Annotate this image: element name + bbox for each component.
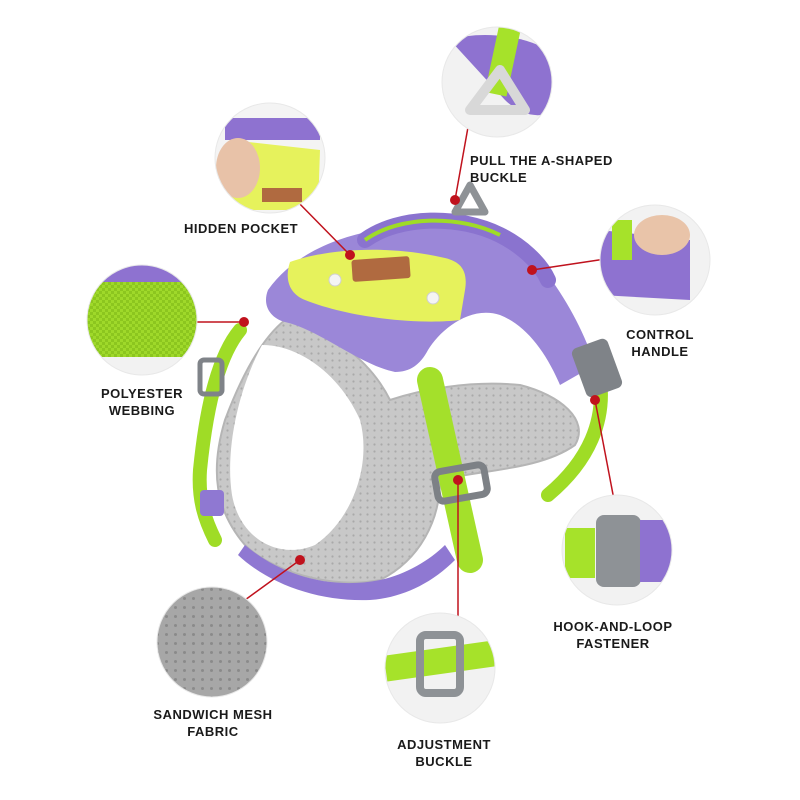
detail-hook-and-loop <box>561 494 673 606</box>
label-line: SANDWICH MESH <box>153 707 273 722</box>
callout-line-pocket <box>291 195 351 256</box>
dot-webbing <box>239 317 249 327</box>
detail-sandwich-mesh <box>156 586 268 698</box>
dot-adjust <box>453 475 463 485</box>
label-line: BUCKLE <box>470 170 528 185</box>
front-adjust-buckle <box>431 461 491 505</box>
harness <box>192 181 623 601</box>
label-a-shaped-buckle: PULL THE A-SHAPED BUCKLE <box>470 152 613 186</box>
left-strap-buckle <box>197 357 225 397</box>
detail-hidden-pocket <box>214 102 326 214</box>
detail-control-handle <box>599 204 711 316</box>
label-line: HOOK-AND-LOOP <box>553 619 673 634</box>
snap-button-left <box>328 273 342 287</box>
dot-pocket <box>345 250 355 260</box>
leather-patch <box>351 256 411 282</box>
lower-purple-trim <box>238 545 455 601</box>
label-hook-and-loop: HOOK-AND-LOOP FASTENER <box>546 618 680 652</box>
label-line: WEBBING <box>108 403 176 418</box>
label-line: FASTENER <box>576 636 650 651</box>
left-lower-purple-loop <box>200 490 224 516</box>
callout-line-mesh <box>244 559 301 601</box>
side-release-buckle <box>571 338 623 398</box>
label-line: BUCKLE <box>415 754 473 769</box>
callout-dots <box>239 195 600 565</box>
label-line: HIDDEN POCKET <box>184 221 299 236</box>
label-line: POLYESTER <box>100 386 184 401</box>
label-adjustment-buckle: ADJUSTMENT BUCKLE <box>394 736 494 770</box>
label-line: HANDLE <box>631 344 689 359</box>
label-hidden-pocket: HIDDEN POCKET <box>184 220 298 237</box>
callout-line-hook <box>594 399 616 506</box>
label-line: CONTROL <box>626 327 694 342</box>
dot-handle <box>527 265 537 275</box>
neck-opening <box>230 345 364 550</box>
detail-a-buckle <box>441 26 553 138</box>
yellow-pocket <box>287 249 466 322</box>
label-line: ADJUSTMENT <box>397 737 491 752</box>
left-side-strap <box>192 323 247 547</box>
dot-a-buckle <box>450 195 460 205</box>
detail-polyester-webbing <box>86 264 198 376</box>
label-polyester-webbing: POLYESTER WEBBING <box>96 385 188 419</box>
label-control-handle: CONTROL HANDLE <box>626 326 694 360</box>
a-shaped-buckle <box>451 181 489 216</box>
snap-button-right <box>426 291 440 305</box>
label-line: PULL THE A-SHAPED <box>470 153 613 168</box>
detail-adjustment-buckle <box>384 612 496 724</box>
callout-line-handle <box>531 257 613 271</box>
label-line: FABRIC <box>187 724 239 739</box>
label-sandwich-mesh: SANDWICH MESH FABRIC <box>150 706 276 740</box>
dot-hook <box>590 395 600 405</box>
dot-mesh <box>295 555 305 565</box>
callout-line-a-buckle <box>454 115 471 201</box>
